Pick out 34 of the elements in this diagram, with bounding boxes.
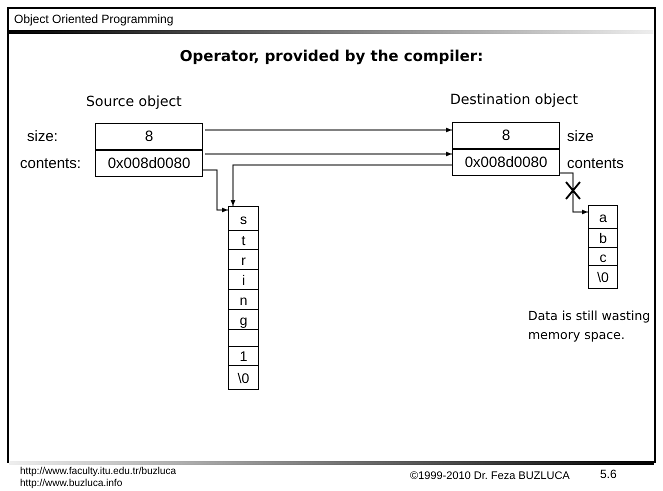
character-cell: g	[228, 309, 259, 330]
character-cell: s	[228, 206, 259, 231]
pointer-arrow	[560, 172, 588, 214]
object-caption: Destination object	[450, 92, 578, 108]
pointer-arrow	[204, 128, 452, 132]
note-text: Data is still wasting memory space.	[528, 307, 652, 344]
field-name: contents:	[20, 155, 81, 172]
character-cell: c	[588, 247, 618, 266]
character-cell: t	[228, 230, 259, 250]
character-cell: \0	[228, 365, 259, 390]
page-number: 5.6	[600, 467, 617, 481]
header-text: Object Oriented Programming	[14, 12, 174, 26]
character-cell: \0	[588, 265, 618, 289]
character-cell: a	[588, 205, 618, 229]
memory-cell: 0x008d0080	[95, 150, 203, 177]
object-caption: Source object	[86, 94, 182, 110]
pointer-arrow	[204, 152, 452, 156]
field-name: contents	[567, 155, 624, 172]
slide-title: Operator, provided by the compiler:	[178, 47, 484, 65]
footer-url: http://www.faculty.itu.edu.tr/buzluca http://www.buzluca.info	[20, 466, 178, 490]
field-name: size	[567, 128, 594, 145]
memory-cell: 8	[95, 123, 203, 150]
copyright-text: ©1999-2010 Dr. Feza BUZLUCA	[410, 470, 570, 482]
pointer-arrow	[230, 164, 452, 206]
field-name: size:	[27, 128, 58, 145]
character-cell: r	[228, 249, 259, 270]
character-cell: 1	[228, 346, 259, 366]
character-cell: b	[588, 228, 618, 248]
empty-cell	[228, 329, 259, 347]
memory-cell: 8	[452, 122, 560, 149]
character-cell: i	[228, 269, 259, 290]
pointer-arrow	[202, 170, 228, 212]
memory-cell: 0x008d0080	[452, 149, 560, 176]
character-cell: n	[228, 289, 259, 310]
